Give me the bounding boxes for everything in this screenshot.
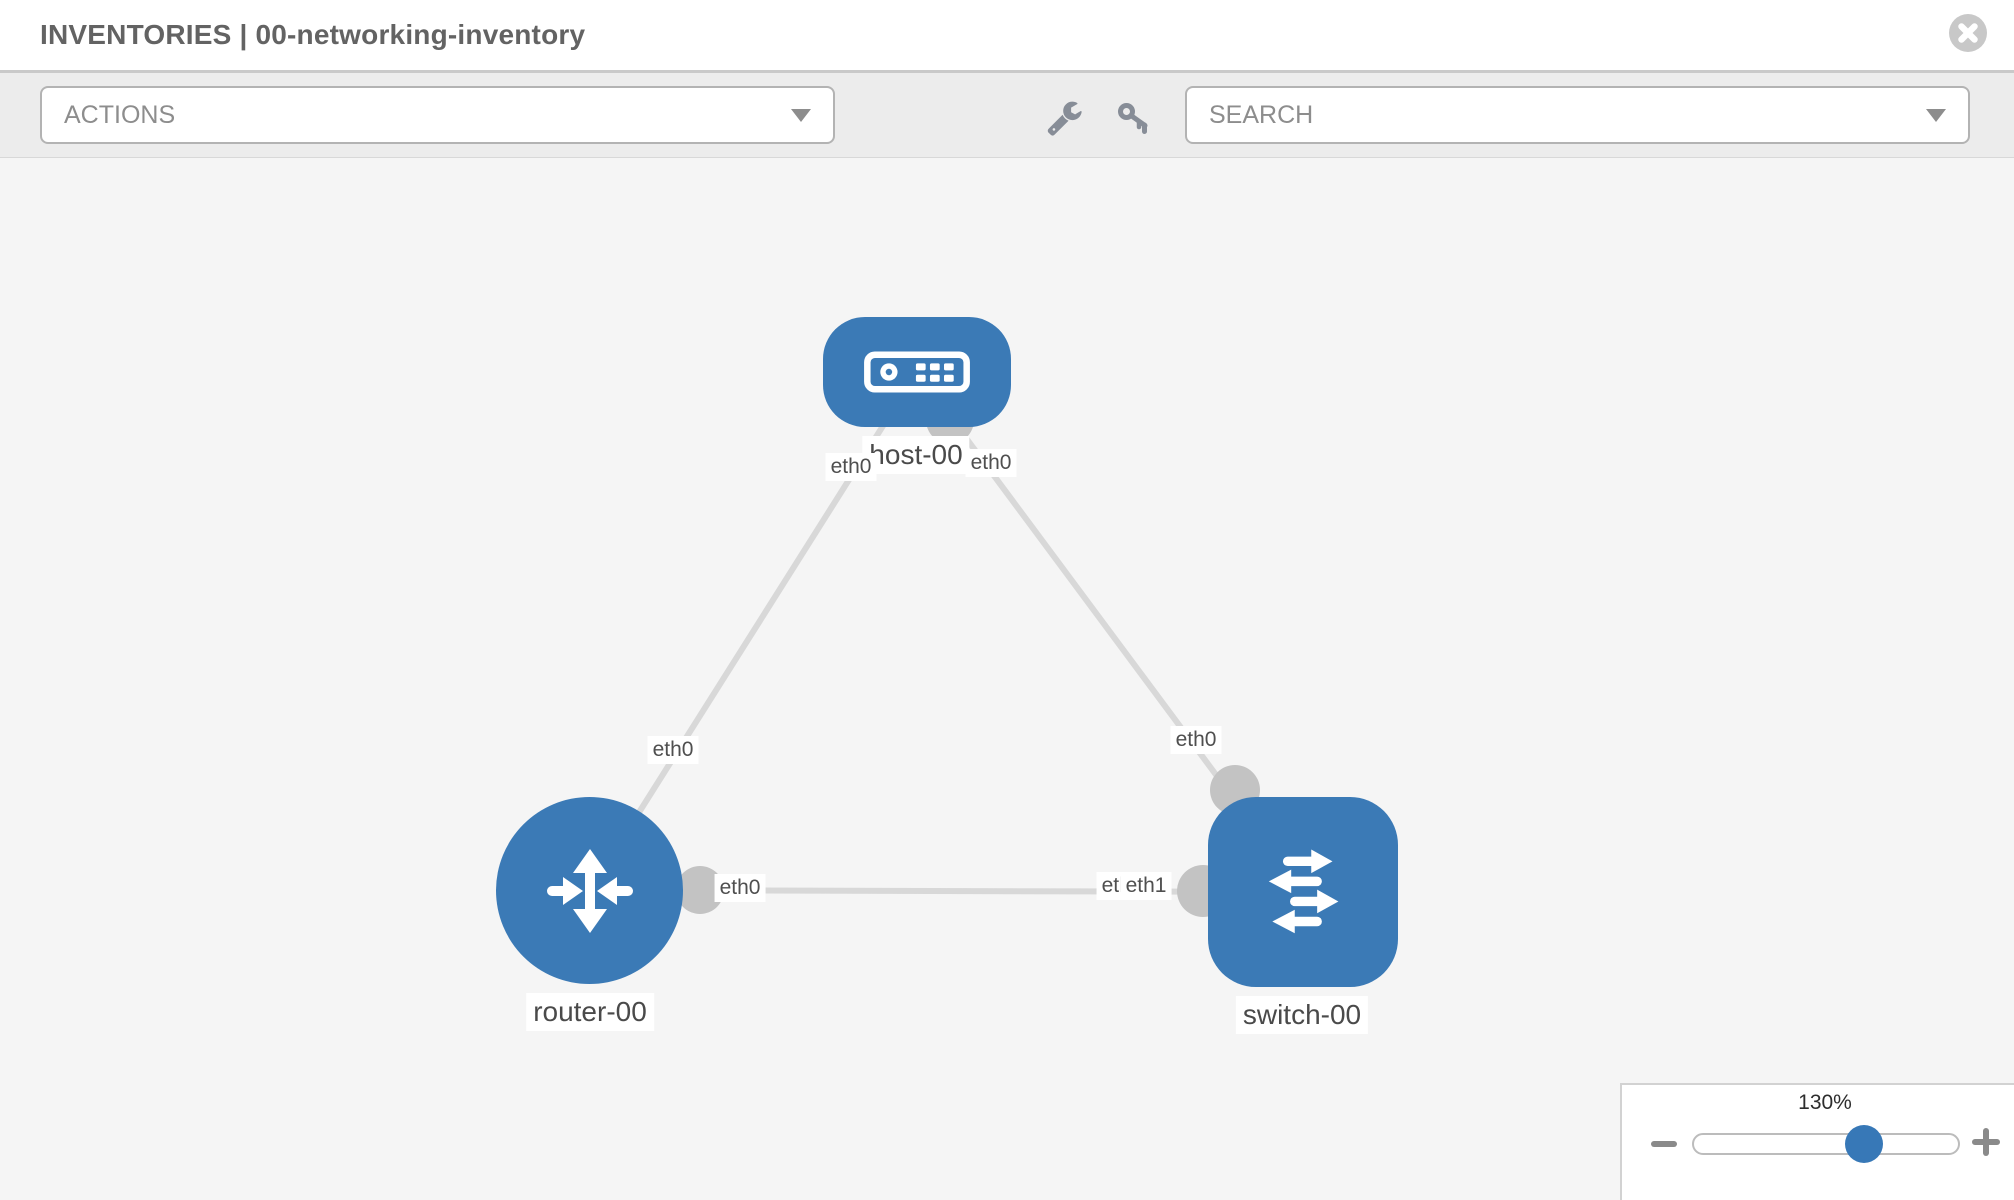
close-icon [1949, 14, 1987, 52]
node-label-switch: switch-00 [1235, 996, 1369, 1034]
host-icon [864, 351, 970, 393]
wrench-icon [1047, 101, 1082, 136]
interface-dot-router[interactable] [676, 866, 724, 914]
node-switch-00[interactable] [1208, 797, 1398, 987]
interface-label-host-left: eth0 [825, 453, 877, 481]
node-host-00[interactable] [823, 317, 1011, 427]
node-label-host: host-00 [862, 436, 970, 474]
configure-button[interactable] [1046, 99, 1083, 141]
node-router-00[interactable] [496, 797, 683, 984]
chevron-down-icon [791, 108, 811, 122]
credentials-button[interactable] [1116, 101, 1152, 142]
router-icon [546, 848, 633, 933]
close-button[interactable] [1949, 14, 1987, 52]
switch-icon [1268, 849, 1339, 934]
zoom-slider-thumb[interactable] [1845, 1125, 1883, 1163]
zoom-control-panel: 130% [1620, 1083, 2014, 1200]
topology-canvas[interactable] [0, 158, 2014, 1200]
plus-icon-bar [1983, 1128, 1989, 1156]
key-icon [1118, 103, 1148, 134]
zoom-level-value: 130% [1798, 1091, 1852, 1114]
interface-label-router-switch: eth0 [714, 874, 766, 902]
zoom-slider[interactable] [1692, 1133, 1960, 1155]
search-placeholder: SEARCH [1209, 100, 1314, 129]
toolbar: ACTIONS SEARCH [0, 70, 2014, 158]
interface-label-switch-host: eth0 [1170, 726, 1222, 754]
interface-label-switch-eth1: eth1 [1120, 872, 1172, 900]
search-dropdown[interactable]: SEARCH [1185, 86, 1970, 144]
header-bar: INVENTORIES | 00-networking-inventory [0, 0, 2014, 70]
node-label-router: router-00 [526, 993, 654, 1031]
interface-label-host-right: eth0 [965, 449, 1017, 477]
actions-dropdown[interactable]: ACTIONS [40, 86, 835, 144]
page-title: INVENTORIES | 00-networking-inventory [40, 19, 586, 50]
interface-label-router-host: eth0 [647, 736, 699, 764]
zoom-out-button[interactable] [1651, 1141, 1677, 1147]
zoom-in-button[interactable] [1972, 1128, 2000, 1156]
actions-dropdown-label: ACTIONS [64, 100, 176, 129]
chevron-down-icon [1926, 108, 1946, 122]
